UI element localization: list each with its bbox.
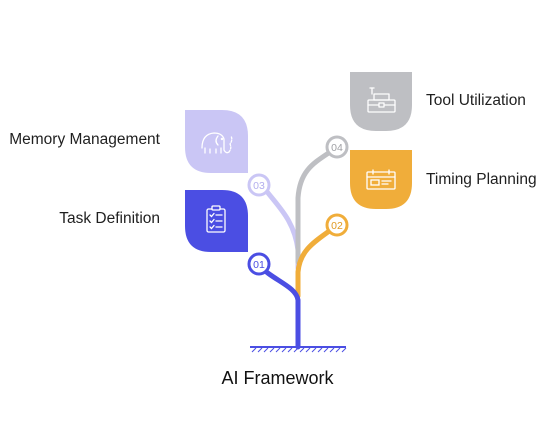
elephant-icon	[201, 132, 233, 154]
stem-04	[295, 145, 339, 265]
node-03-number: 03	[253, 180, 265, 192]
stem-03	[259, 182, 301, 271]
stem-02	[295, 223, 339, 299]
diagram-title: AI Framework	[221, 368, 334, 388]
leaf-02	[350, 150, 412, 209]
step-03-label: Memory Management	[9, 131, 160, 148]
step-02-label: Timing Planning	[426, 171, 537, 188]
node-01-number: 01	[253, 259, 265, 271]
node-03: 03	[247, 173, 271, 197]
step-01-label: Task Definition	[59, 210, 160, 227]
node-01: 01	[247, 252, 271, 276]
calendar-schedule-icon	[366, 169, 396, 190]
node-04: 04	[325, 135, 349, 159]
node-04-number: 04	[331, 142, 343, 154]
clipboard-checklist-icon	[206, 205, 226, 233]
toolbox-icon	[367, 87, 396, 113]
step-04-label: Tool Utilization	[426, 92, 526, 109]
node-02: 02	[325, 213, 349, 237]
stem-01	[256, 262, 301, 350]
leaf-04	[350, 72, 412, 131]
node-02-number: 02	[331, 220, 343, 232]
